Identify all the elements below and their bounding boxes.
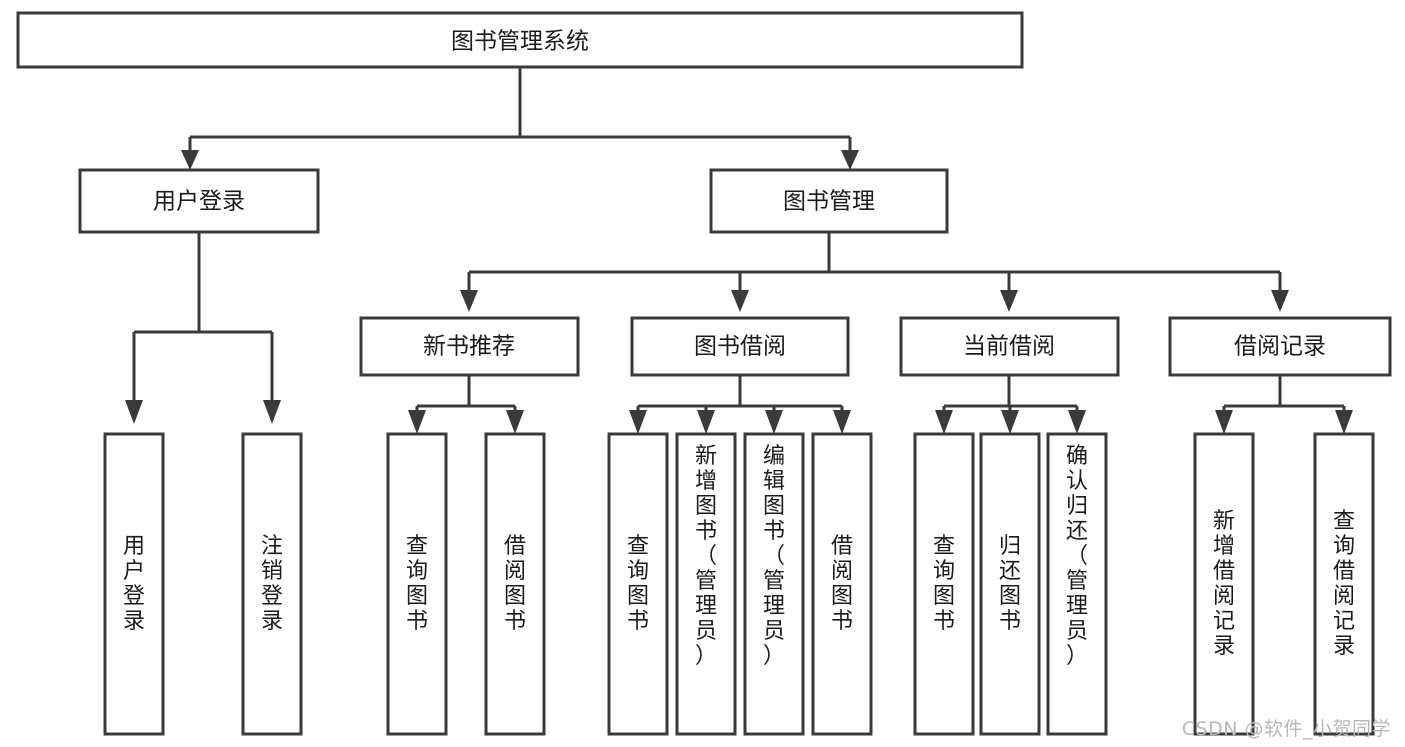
connector-currentborrow-to-leaves [935,375,1086,434]
node-current-borrow-label: 当前借阅 [963,334,1055,360]
node-leaf-borrow-book-2[interactable] [811,432,873,736]
node-new-book-recommend-label: 新书推荐 [423,334,515,360]
connector-newbook-to-leaves [408,375,524,434]
node-leaf-logout-login[interactable] [241,432,303,736]
node-leaf-user-login[interactable] [103,432,165,736]
node-leaf-query-record[interactable] [1313,432,1375,736]
connector-userlogin-to-leaves [125,232,281,424]
node-current-borrow[interactable]: 当前借阅 [899,316,1120,377]
node-leaf-query-book-1[interactable] [386,432,448,736]
node-leaf-edit-book[interactable] [743,432,805,736]
connector-bookmanage-to-level2 [460,232,1289,312]
node-leaf-confirm-return[interactable] [1046,432,1108,736]
node-leaf-borrow-book-1[interactable] [484,432,546,736]
node-leaf-return-book[interactable] [979,432,1041,736]
node-borrow-record[interactable]: 借阅记录 [1168,316,1392,377]
node-leaf-query-book-2[interactable] [607,432,669,736]
connector-borrowrecord-to-leaves [1215,375,1353,434]
node-book-borrow[interactable]: 图书借阅 [630,316,850,377]
node-root[interactable]: 图书管理系统 [16,11,1024,69]
node-book-borrow-label: 图书借阅 [694,334,786,360]
watermark-text: CSDN @软件_小贺同学 [1181,718,1391,740]
node-user-login-label: 用户登录 [153,189,245,215]
node-user-login[interactable]: 用户登录 [78,168,320,234]
node-root-label: 图书管理系统 [451,29,589,55]
node-new-book-recommend[interactable]: 新书推荐 [359,316,580,377]
connector-root-to-level1 [181,67,859,170]
connector-bookborrow-to-leaves [629,375,851,434]
node-book-manage[interactable]: 图书管理 [709,168,949,234]
node-leaf-add-book[interactable] [675,432,737,736]
node-book-manage-label: 图书管理 [783,189,875,215]
node-leaf-query-book-3[interactable] [913,432,975,736]
node-leaf-add-record[interactable] [1193,432,1255,736]
node-borrow-record-label: 借阅记录 [1234,334,1326,360]
